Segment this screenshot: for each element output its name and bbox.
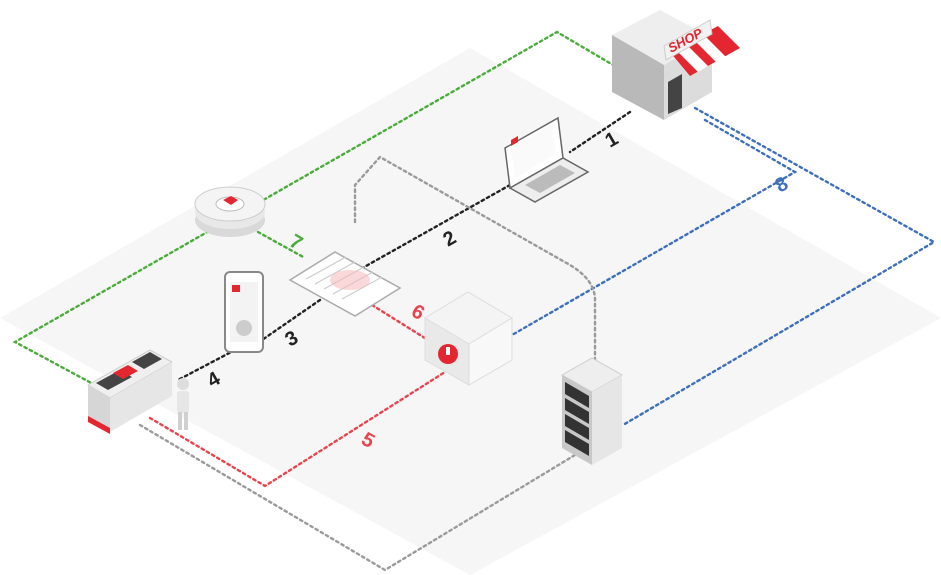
path-3-black: [260, 298, 322, 342]
smartphone-icon: [224, 271, 264, 353]
document-icon: [288, 251, 402, 317]
path-gray: [138, 155, 597, 572]
path-6-red: [370, 303, 430, 342]
path-4-black: [176, 348, 237, 382]
path-1-black: [568, 110, 632, 154]
path-7-green: [12, 30, 627, 387]
label-roll-icon: [194, 186, 266, 237]
path-8-blue: [510, 106, 937, 427]
printer-icon: [87, 349, 174, 434]
person-icon: [177, 378, 189, 430]
path-5-red: [148, 370, 447, 488]
shop-icon: SHOP: [612, 10, 740, 120]
box-icon: [424, 291, 513, 386]
server-rack-icon: [560, 357, 624, 465]
laptop-icon: [504, 116, 590, 203]
path-2-black: [348, 183, 512, 277]
